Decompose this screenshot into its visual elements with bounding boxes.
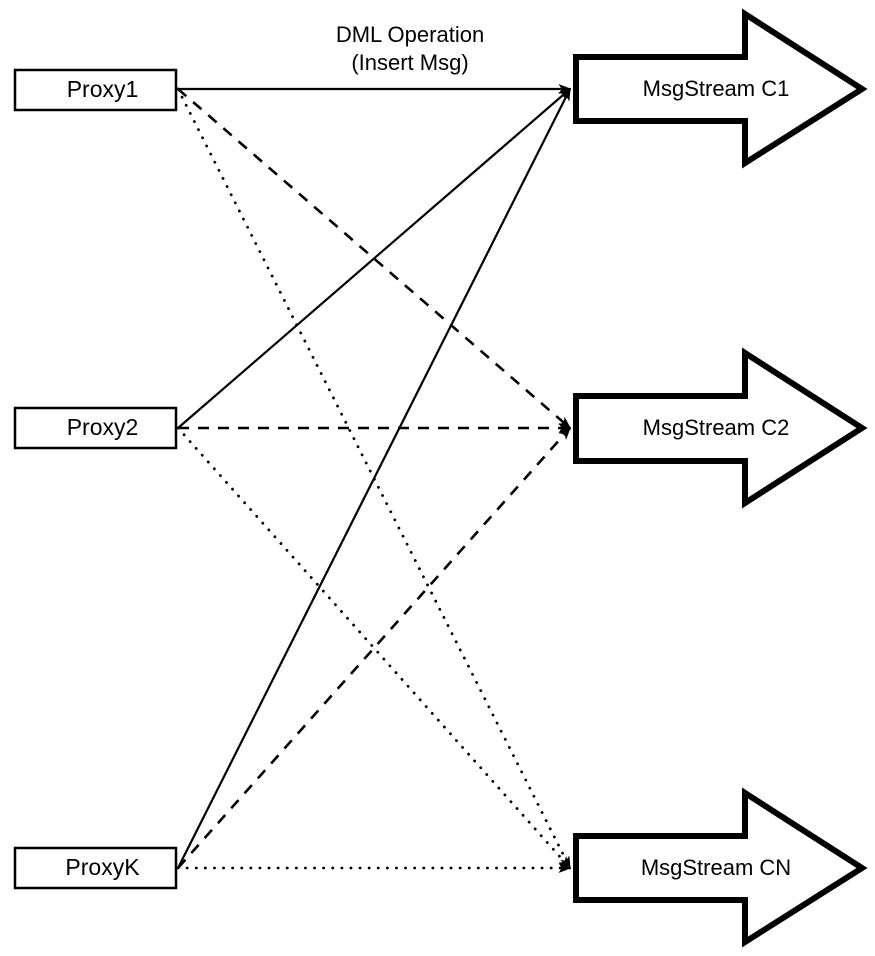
- proxy1-label: Proxy1: [67, 76, 139, 102]
- edge-proxy2-to-stream-cn[interactable]: [176, 426, 572, 870]
- proxy-node-proxy2[interactable]: Proxy2: [13, 406, 178, 450]
- edge-proxy1-to-stream-c2[interactable]: [177, 88, 572, 429]
- stream-c1-label: MsgStream C1: [643, 76, 790, 101]
- proxyk-box[interactable]: [13, 846, 178, 890]
- proxy2-label: Proxy2: [67, 414, 139, 440]
- stream-cn-arrow-shape[interactable]: [573, 787, 868, 948]
- edge-layer: [176, 84, 572, 873]
- stream-c1-arrow-shape[interactable]: [573, 8, 868, 169]
- stream-node-c2[interactable]: MsgStream C2: [573, 347, 868, 509]
- proxy-node-proxy1[interactable]: Proxy1: [13, 68, 178, 112]
- stream-c2-arrow-shape[interactable]: [573, 347, 868, 509]
- proxy-node-proxyk[interactable]: ProxyK: [13, 846, 178, 890]
- stream-node-c1[interactable]: MsgStream C1: [573, 8, 868, 169]
- edge-proxy2-to-stream-c1[interactable]: [177, 88, 572, 429]
- edge-caption-line-1: DML Operation: [336, 22, 484, 47]
- edge-caption-line-2: (Insert Msg): [351, 50, 468, 75]
- proxy2-box[interactable]: [13, 406, 178, 450]
- proxy1-box[interactable]: [13, 68, 178, 112]
- stream-cn-label: MsgStream CN: [641, 855, 791, 880]
- edge-proxyk-to-stream-c1[interactable]: [177, 87, 571, 869]
- proxyk-label: ProxyK: [65, 854, 140, 880]
- stream-c2-label: MsgStream C2: [643, 415, 790, 440]
- edge-caption-group: DML Operation (Insert Msg): [336, 22, 484, 75]
- stream-node-cn[interactable]: MsgStream CN: [573, 787, 868, 948]
